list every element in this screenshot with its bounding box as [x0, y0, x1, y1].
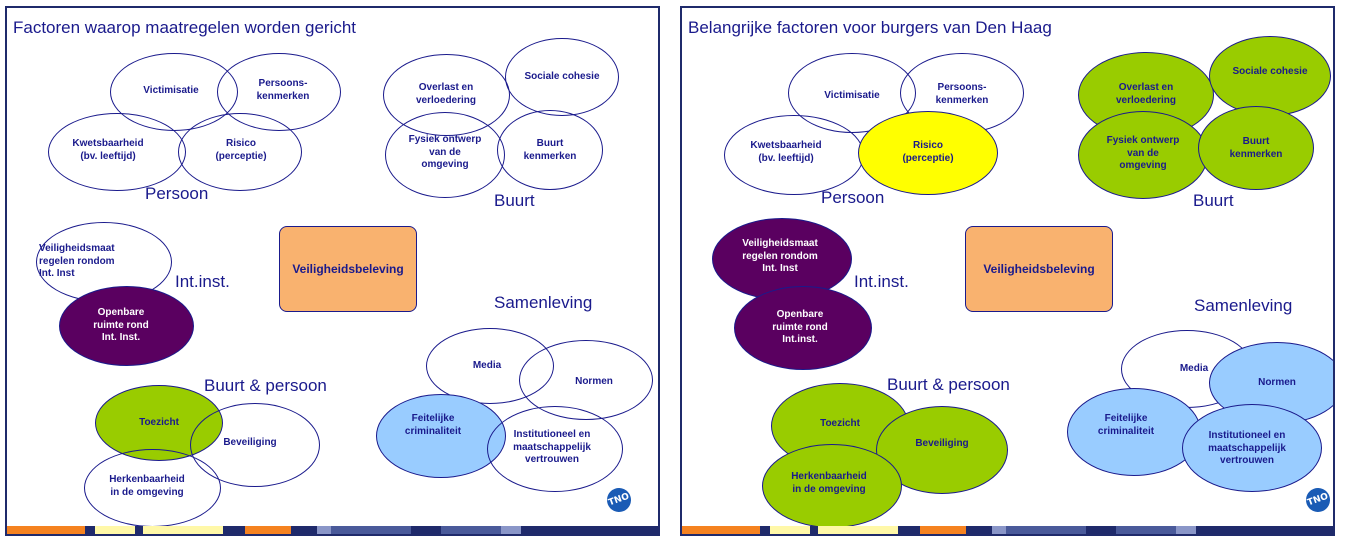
tno-logo-icon: TNO	[603, 484, 635, 516]
ellipse-feitelijke	[1067, 388, 1201, 476]
label-sociale-cohesie: Sociale cohesie	[524, 71, 600, 82]
label-risico: Risico (perceptie)	[215, 138, 267, 162]
ellipse-risico	[858, 111, 998, 195]
group-label-int-inst: Int.inst.	[175, 272, 230, 291]
label-buurt-kenmerken: Buurt kenmerken	[523, 138, 577, 162]
label-normen: Normen	[575, 376, 613, 387]
label-media: Media	[1179, 363, 1209, 374]
label-buurt-kenmerken: Buurt kenmerken	[1229, 136, 1283, 160]
label-toezicht: Toezicht	[820, 418, 860, 429]
ellipse-herkenbaarheid	[762, 444, 902, 528]
label-feitelijke: Feitelijke criminaliteit	[1097, 413, 1155, 437]
label-veiligheidsmaat: Veiligheidsmaat regelen rondom Int. Inst	[39, 243, 115, 279]
ellipse-beveiliging	[190, 403, 320, 487]
footer-stripe	[7, 526, 658, 534]
label-feitelijke: Feitelijke criminaliteit	[404, 413, 462, 437]
group-label-int-inst: Int.inst.	[854, 272, 909, 291]
group-label-buurt-persoon: Buurt & persoon	[204, 376, 327, 395]
group-label-buurt: Buurt	[494, 191, 535, 210]
tno-logo-icon: TNO	[1302, 484, 1333, 516]
label-overlast: Overlast en verloedering	[415, 82, 477, 106]
label-beveiliging: Beveiliging	[915, 438, 969, 449]
ellipse-institutioneel	[1182, 404, 1322, 492]
label-fysiek: Fysiek ontwerp van de omgeving	[1106, 135, 1180, 171]
label-risico: Risico (perceptie)	[902, 140, 954, 164]
ellipse-fysiek	[1078, 111, 1208, 199]
label-beveiliging: Beveiliging	[223, 437, 277, 448]
label-victimisatie: Victimisatie	[143, 85, 199, 96]
center-box-veiligheidsbeleving: Veiligheidsbeleving	[965, 226, 1113, 312]
group-label-samenleving: Samenleving	[1194, 296, 1293, 315]
label-herkenbaarheid: Herkenbaarheid in de omgeving	[109, 474, 185, 498]
label-openbare: Openbare ruimte rond Int.inst.	[772, 309, 828, 345]
center-box-veiligheidsbeleving: Veiligheidsbeleving	[279, 226, 417, 312]
label-persoonskenmerken: Persoons- kenmerken	[256, 78, 310, 102]
label-institutioneel: Institutioneel en maatschappelijk vertro…	[1208, 430, 1286, 466]
ellipse-sociale-cohesie	[1209, 36, 1331, 116]
ellipse-veiligheidsmaat	[712, 218, 852, 300]
label-media: Media	[472, 360, 502, 371]
label-fysiek: Fysiek ontwerp van de omgeving	[408, 134, 482, 170]
label-toezicht: Toezicht	[139, 417, 179, 428]
label-persoonskenmerken: Persoons- kenmerken	[935, 82, 989, 106]
label-institutioneel: Institutioneel en maatschappelijk vertro…	[513, 429, 591, 465]
slide-right: Belangrijke factoren voor burgers van De…	[680, 6, 1335, 536]
slide-left: Factoren waarop maatregelen worden geric…	[5, 6, 660, 536]
ellipse-buurt-kenmerken	[1198, 106, 1314, 190]
label-kwetsbaarheid: Kwetsbaarheid (bv. leeftijd)	[750, 140, 822, 164]
ellipse-institutioneel	[487, 406, 623, 492]
ellipse-feitelijke	[376, 394, 506, 478]
group-label-buurt-persoon: Buurt & persoon	[887, 375, 1010, 394]
label-kwetsbaarheid: Kwetsbaarheid (bv. leeftijd)	[72, 138, 144, 162]
label-herkenbaarheid: Herkenbaarheid in de omgeving	[791, 471, 867, 495]
label-veiligheidsmaat: Veiligheidsmaat regelen rondom Int. Inst	[742, 238, 818, 274]
slide-title: Factoren waarop maatregelen worden geric…	[13, 18, 357, 37]
ellipse-buurt-kenmerken	[497, 110, 603, 190]
label-normen: Normen	[1258, 377, 1296, 388]
label-sociale-cohesie: Sociale cohesie	[1232, 66, 1308, 77]
group-label-buurt: Buurt	[1193, 191, 1234, 210]
ellipse-risico	[178, 113, 302, 191]
label-overlast: Overlast en verloedering	[1115, 82, 1177, 106]
label-victimisatie: Victimisatie	[824, 90, 880, 101]
ellipse-openbare	[59, 286, 194, 366]
group-label-samenleving: Samenleving	[494, 293, 593, 312]
footer-stripe	[682, 526, 1333, 534]
ellipse-openbare	[734, 286, 872, 370]
group-label-persoon: Persoon	[145, 184, 209, 203]
slide-title: Belangrijke factoren voor burgers van De…	[688, 18, 1052, 37]
label-openbare: Openbare ruimte rond Int. Inst.	[93, 307, 149, 343]
group-label-persoon: Persoon	[821, 188, 885, 207]
